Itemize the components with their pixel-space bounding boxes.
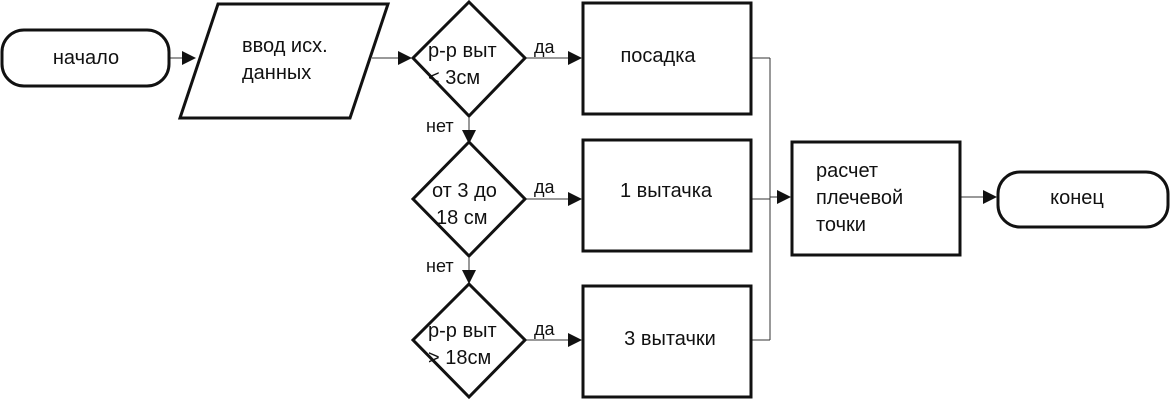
connectors bbox=[170, 57, 986, 341]
action-1-label: посадка bbox=[620, 45, 696, 67]
no-label-1: нет bbox=[426, 116, 454, 136]
no-label-2: нет bbox=[426, 256, 454, 276]
arrow-input-cond1 bbox=[398, 51, 412, 65]
arrow-cond2-cond3 bbox=[462, 270, 476, 284]
arrow-cond1-act1 bbox=[568, 51, 582, 65]
end-node: конец bbox=[996, 170, 1170, 229]
decision-3-line1: р-р выт bbox=[428, 320, 497, 342]
yes-label-3: да bbox=[534, 319, 556, 339]
calc-label-line3: точки bbox=[816, 214, 866, 236]
decision-2-line2: 18 см bbox=[436, 207, 488, 229]
yes-label-1: да bbox=[534, 37, 556, 57]
start-label: начало bbox=[53, 47, 119, 69]
decision-3-line2: > 18см bbox=[428, 347, 491, 369]
action-2: 1 вытачка bbox=[581, 138, 753, 253]
arrow-cond2-act2 bbox=[568, 192, 582, 206]
calc-label-line1: расчет bbox=[816, 160, 878, 182]
decision-1-line2: < 3см bbox=[428, 67, 480, 89]
arrow-merge-calc bbox=[777, 190, 791, 204]
arrow-calc-end bbox=[983, 190, 997, 204]
action-3: 3 вытачки bbox=[581, 284, 753, 399]
arrow-cond3-act3 bbox=[568, 333, 582, 347]
arrow-start-input bbox=[182, 51, 196, 65]
decision-1: р-р выт < 3см bbox=[410, 0, 528, 119]
action-1: посадка bbox=[581, 1, 753, 116]
arrowheads bbox=[182, 51, 997, 347]
input-label-line2: данных bbox=[242, 62, 311, 84]
input-node: ввод исх. данных bbox=[177, 2, 391, 120]
decision-3: р-р выт > 18см bbox=[410, 281, 528, 400]
decision-2-line1: от 3 до bbox=[432, 180, 497, 202]
calc-label-line2: плечевой bbox=[816, 187, 903, 209]
start-node: начало bbox=[0, 28, 171, 88]
end-label: конец bbox=[1050, 187, 1104, 209]
arrow-cond1-cond2 bbox=[462, 130, 476, 144]
decision-2: от 3 до 18 см bbox=[410, 139, 528, 259]
action-3-label: 3 вытачки bbox=[624, 328, 716, 350]
decision-1-line1: р-р выт bbox=[428, 40, 497, 62]
action-2-label: 1 вытачка bbox=[620, 180, 713, 202]
yes-label-2: да bbox=[534, 177, 556, 197]
calc-node: расчет плечевой точки bbox=[790, 140, 962, 257]
input-label-line1: ввод исх. bbox=[242, 35, 328, 57]
